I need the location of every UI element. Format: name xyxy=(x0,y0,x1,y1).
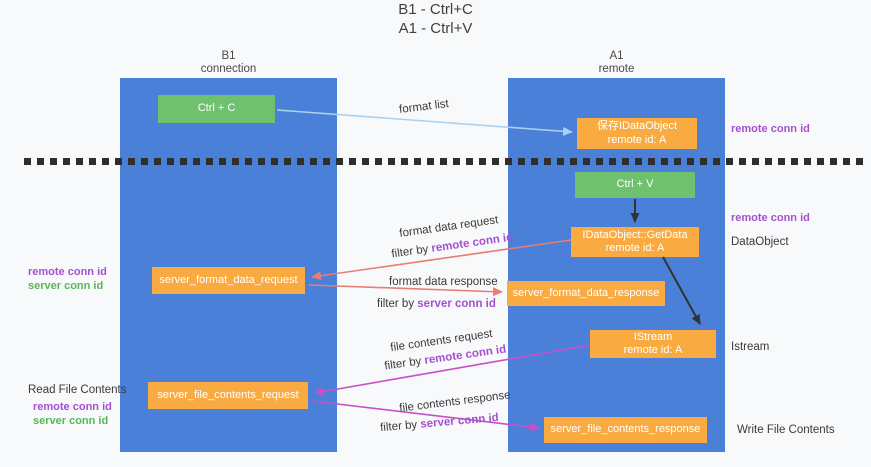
node-server-file-contents-request: server_file_contents_request xyxy=(148,382,308,409)
node-save-idataobject: 保存IDataObject remote id: A xyxy=(577,118,697,149)
ctrl-v-label: Ctrl + V xyxy=(616,178,654,191)
node-server-file-contents-response: server_file_contents_response xyxy=(544,417,707,443)
istream-line1: IStream xyxy=(633,330,673,343)
title-line-2: A1 - Ctrl+V xyxy=(398,20,473,37)
remote-conn-id-text: remote conn id xyxy=(430,231,514,255)
save-idataobject-line1: 保存IDataObject xyxy=(596,120,678,132)
format-data-response-label: format data response xyxy=(389,276,498,288)
server-format-data-response-label: server_format_data_response xyxy=(512,286,660,299)
filter-by-text: filter by xyxy=(390,243,430,261)
lane-a1-title: A1 xyxy=(609,50,624,62)
left-remote-conn-id-label-2: remote conn id xyxy=(33,401,112,413)
filter-by-text: filter by xyxy=(377,298,415,310)
lane-header-b1: B1 connection xyxy=(120,50,337,76)
dataobject-label: DataObject xyxy=(731,236,789,248)
getdata-line1: IDataObject::GetData xyxy=(582,228,688,241)
left-server-conn-id-label-1: server conn id xyxy=(28,280,104,292)
title-line-1: B1 - Ctrl+C xyxy=(398,1,473,18)
lane-header-a1: A1 remote xyxy=(508,50,725,76)
diagram-title: B1 - Ctrl+C A1 - Ctrl+V xyxy=(0,0,871,38)
read-file-contents-label: Read File Contents xyxy=(28,384,127,396)
write-file-contents-label: Write File Contents xyxy=(737,424,835,436)
right-remote-conn-id-label-1: remote conn id xyxy=(731,123,810,135)
server-file-contents-response-label: server_file_contents_response xyxy=(550,423,701,436)
filter-by-text: filter by xyxy=(379,418,418,435)
getdata-line2: remote id: A xyxy=(605,242,665,254)
ctrl-c-label: Ctrl + C xyxy=(197,102,236,115)
file-contents-response-label: file contents response xyxy=(398,389,512,415)
node-idataobject-getdata: IDataObject::GetData remote id: A xyxy=(571,227,699,257)
filter-by-server-conn-id-label-2: filter by server conn id xyxy=(380,412,499,434)
left-remote-conn-id-label-1: remote conn id xyxy=(28,266,107,278)
lane-b1-subtitle: connection xyxy=(200,63,257,75)
node-server-format-data-request: server_format_data_request xyxy=(152,267,305,294)
lane-a1-subtitle: remote xyxy=(598,63,635,75)
lane-b1-title: B1 xyxy=(221,50,236,62)
node-server-format-data-response: server_format_data_response xyxy=(507,281,665,306)
filter-by-text: filter by xyxy=(383,355,423,373)
filter-by-server-conn-id-label-1: filter by server conn id xyxy=(377,298,496,310)
right-remote-conn-id-label-2: remote conn id xyxy=(731,212,810,224)
server-conn-id-text: server conn id xyxy=(419,411,500,431)
left-server-conn-id-label-2: server conn id xyxy=(33,415,109,427)
dashed-separator-line xyxy=(24,158,864,165)
server-format-data-request-label: server_format_data_request xyxy=(159,273,298,286)
server-conn-id-text: server conn id xyxy=(417,298,496,310)
node-istream: IStream remote id: A xyxy=(590,330,716,358)
node-ctrl-c: Ctrl + C xyxy=(158,95,275,123)
istream-side-label: Istream xyxy=(731,341,770,353)
format-list-label: format list xyxy=(398,98,450,116)
save-idataobject-line2: remote id: A xyxy=(607,133,667,146)
node-ctrl-v: Ctrl + V xyxy=(575,172,695,198)
istream-line2: remote id: A xyxy=(623,344,683,356)
server-file-contents-request-label: server_file_contents_request xyxy=(157,388,299,401)
